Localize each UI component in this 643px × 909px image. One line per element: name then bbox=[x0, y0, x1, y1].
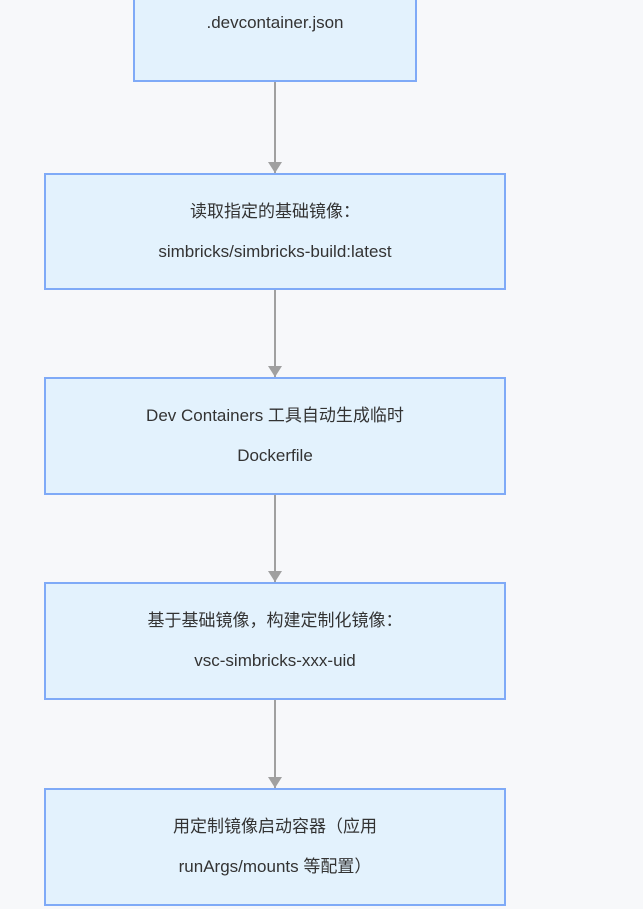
flow-node-build-custom-image[interactable]: 基于基础镜像，构建定制化镜像： vsc-simbricks-xxx-uid bbox=[44, 582, 506, 700]
arrow-stem bbox=[274, 700, 276, 788]
arrow-head-icon bbox=[268, 777, 282, 788]
arrow-stem bbox=[274, 495, 276, 582]
flow-node-text-line: 用定制镜像启动容器（应用 bbox=[173, 817, 377, 836]
flow-arrow-2 bbox=[268, 290, 282, 377]
flow-arrow-1 bbox=[268, 82, 282, 173]
arrow-head-icon bbox=[268, 366, 282, 377]
flow-arrow-4 bbox=[268, 700, 282, 788]
flow-node-read-base-image[interactable]: 读取指定的基础镜像： simbricks/simbricks-build:lat… bbox=[44, 173, 506, 290]
flow-node-devcontainer-json[interactable]: .devcontainer.json bbox=[133, 0, 417, 82]
flow-arrow-3 bbox=[268, 495, 282, 582]
arrow-stem bbox=[274, 290, 276, 377]
flow-node-text-line: vsc-simbricks-xxx-uid bbox=[194, 651, 356, 670]
arrow-head-icon bbox=[268, 162, 282, 173]
arrow-head-icon bbox=[268, 571, 282, 582]
flow-node-text-line: 读取指定的基础镜像： bbox=[190, 201, 360, 221]
flow-node-text-line: simbricks/simbricks-build:latest bbox=[158, 241, 392, 261]
flow-node-text-line: .devcontainer.json bbox=[206, 13, 344, 32]
flow-node-text-line: Dockerfile bbox=[237, 446, 313, 465]
arrow-stem bbox=[274, 82, 276, 173]
flow-node-text-line: 基于基础镜像，构建定制化镜像： bbox=[147, 611, 403, 630]
flow-node-generate-dockerfile[interactable]: Dev Containers 工具自动生成临时 Dockerfile bbox=[44, 377, 506, 495]
flow-node-text-line: Dev Containers 工具自动生成临时 bbox=[146, 406, 404, 425]
flow-node-text-line: runArgs/mounts 等配置） bbox=[178, 857, 372, 876]
flow-node-start-container[interactable]: 用定制镜像启动容器（应用 runArgs/mounts 等配置） bbox=[44, 788, 506, 906]
